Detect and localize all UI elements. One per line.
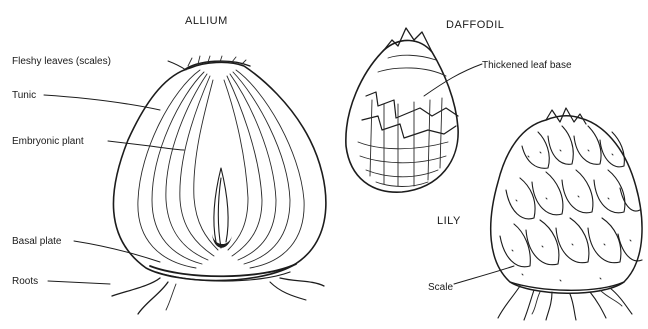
lily-title: LILY xyxy=(437,215,461,227)
label-thickened-leaf-base: Thickened leaf base xyxy=(482,60,572,71)
daffodil-bulb xyxy=(346,28,458,192)
label-fleshy-leaves: Fleshy leaves (scales) xyxy=(12,56,111,67)
label-embryonic-plant: Embryonic plant xyxy=(12,136,84,147)
allium-title: ALLIUM xyxy=(185,15,228,27)
allium-bulb xyxy=(112,56,326,314)
label-scale: Scale xyxy=(428,282,453,293)
leader-basal-plate xyxy=(74,241,160,262)
leader-roots xyxy=(48,281,110,284)
label-roots: Roots xyxy=(12,276,38,287)
leader-embryonic-plant xyxy=(108,141,184,150)
lily-bulb xyxy=(491,108,642,320)
leader-tunic xyxy=(44,95,160,110)
leader-thickened-leaf-base xyxy=(424,64,482,96)
label-basal-plate: Basal plate xyxy=(12,236,62,247)
leader-scale xyxy=(454,266,514,284)
daffodil-title: DAFFODIL xyxy=(446,19,504,31)
leader-fleshy-leaves xyxy=(168,61,186,70)
label-tunic: Tunic xyxy=(12,90,36,101)
